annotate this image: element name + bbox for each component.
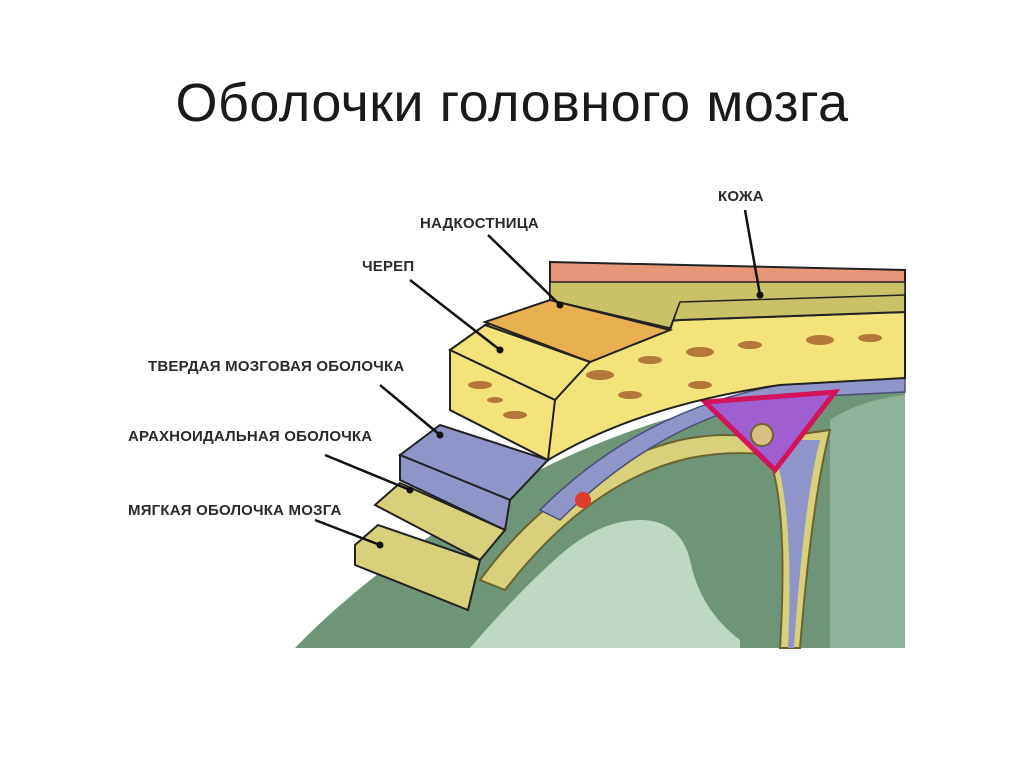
- blood-vessel: [575, 492, 591, 508]
- arachnoid-block: [373, 481, 507, 562]
- label-dura: ТВЕРДАЯ МОЗГОВАЯ ОБОЛОЧКА: [148, 358, 405, 375]
- falx-dura: [770, 440, 820, 648]
- label-arachnoid: АРАХНОИДАЛЬНАЯ ОБОЛОЧКА: [128, 428, 373, 445]
- label-skin: КОЖА: [718, 188, 764, 205]
- leader-dots: [376, 291, 764, 549]
- leader-lines: [314, 209, 762, 547]
- brain-right-gyrus: [830, 395, 905, 648]
- brain-gyrus-light: [470, 520, 740, 648]
- arachnoid-granulation: [750, 423, 774, 447]
- label-skull: ЧЕРЕП: [362, 258, 415, 275]
- label-periosteum: НАДКОСТНИЦА: [420, 215, 539, 232]
- pia-block: [354, 523, 482, 612]
- page-title: Оболочки головного мозга: [175, 73, 849, 133]
- label-pia: МЯГКАЯ ОБОЛОЧКА МОЗГА: [128, 502, 342, 519]
